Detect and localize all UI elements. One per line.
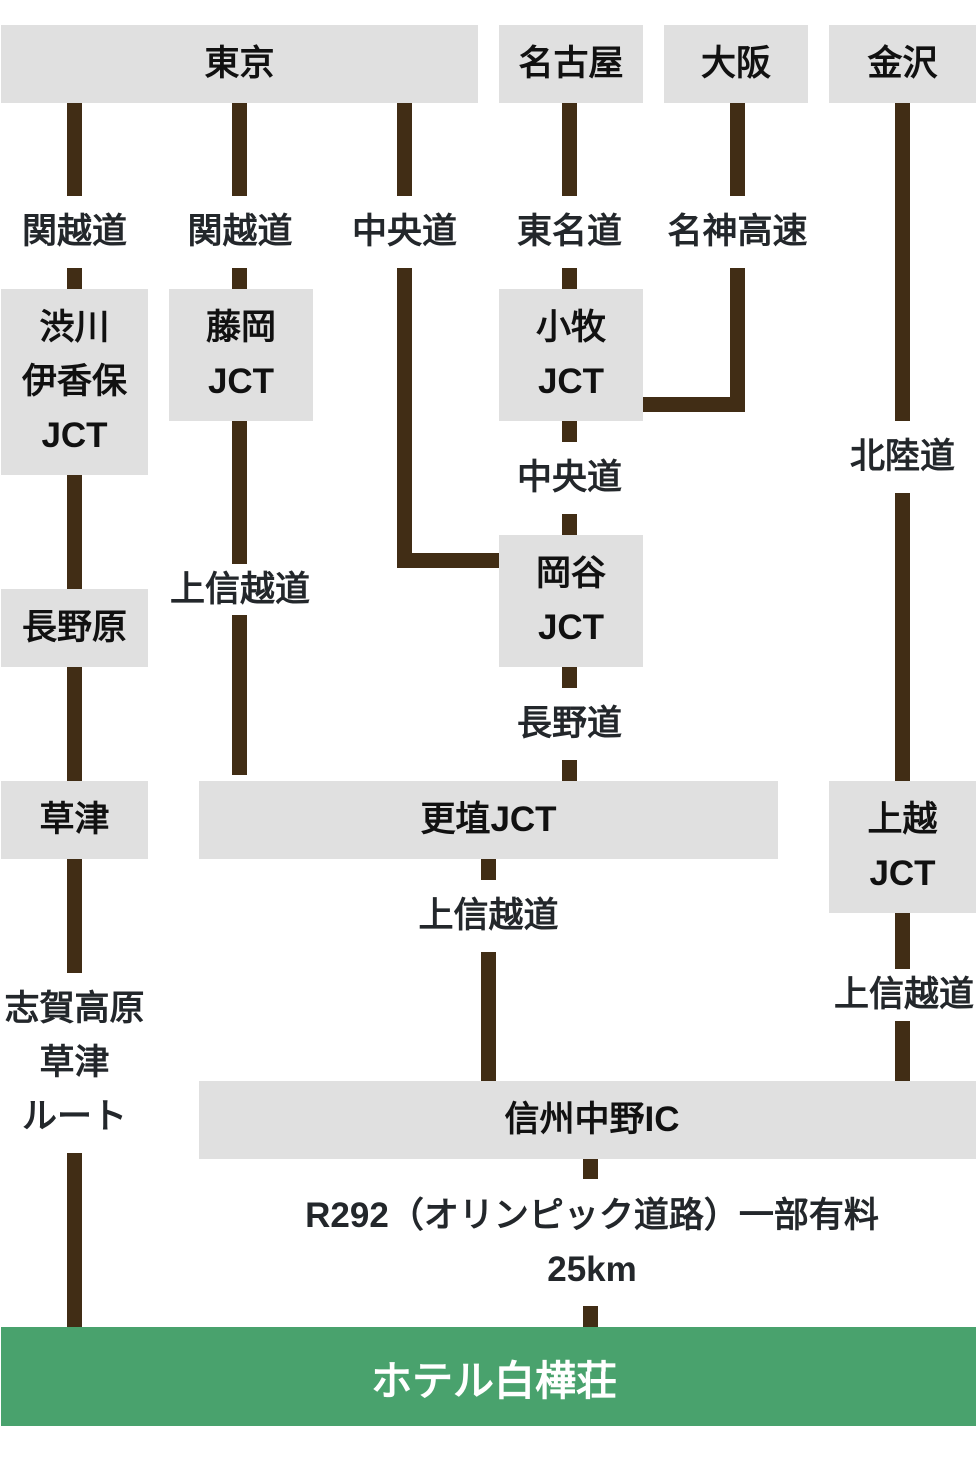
road-line	[67, 859, 82, 973]
road-line	[895, 493, 910, 781]
road-label-text: 北陸道	[849, 437, 956, 476]
road-line	[481, 952, 496, 1081]
road-label-shiga-kusatsu-route: 志賀高原 草津 ルート	[4, 973, 144, 1153]
road-line	[730, 268, 745, 412]
road-label-text: 中央道	[516, 458, 623, 497]
road-label-line: 草津	[39, 1043, 110, 1082]
junction-shibukawa-ikaho: 渋川 伊香保 JCT	[1, 289, 148, 475]
node-label-line: 岡谷	[535, 554, 606, 593]
road-line	[481, 859, 496, 880]
road-line	[232, 615, 247, 775]
road-label-kanetsu: 関越道	[22, 196, 127, 268]
road-label-nagano: 長野道	[517, 688, 622, 760]
road-label-text: 関越道	[187, 212, 293, 251]
node-label-line: 小牧	[535, 308, 606, 347]
road-line	[397, 268, 412, 567]
road-line	[562, 103, 577, 196]
road-label-joshinetsu: 上信越道	[418, 880, 558, 952]
destination-hotel: ホテル白樺荘	[1, 1327, 976, 1426]
node-label: 大阪	[700, 44, 771, 83]
origin-nagoya: 名古屋	[499, 25, 643, 103]
road-line	[562, 268, 577, 289]
node-label-line: JCT	[537, 362, 605, 401]
road-line	[895, 103, 910, 421]
node-label: 名古屋	[518, 44, 624, 83]
road-line-connector	[397, 553, 499, 568]
junction-joetsu: 上越 JCT	[829, 781, 976, 913]
road-line	[397, 103, 412, 196]
road-line	[232, 103, 247, 196]
road-label-text: 上信越道	[418, 896, 559, 935]
road-line	[562, 667, 577, 688]
node-label: 更埴JCT	[420, 800, 557, 839]
road-line	[583, 1306, 598, 1327]
road-label-joshinetsu: 上信越道	[170, 564, 310, 615]
road-label-kanetsu: 関越道	[187, 196, 292, 268]
junction-koshoku: 更埴JCT	[199, 781, 778, 859]
destination-name: ホテル白樺荘	[371, 1357, 617, 1404]
road-label-line: R292（オリンピック道路）一部有料	[305, 1195, 879, 1235]
node-label: 信州中野IC	[504, 1100, 680, 1139]
road-line	[895, 913, 910, 969]
node-label-line: 藤岡	[205, 308, 276, 347]
road-label-text: 中央道	[351, 212, 458, 251]
node-label-line: JCT	[207, 362, 275, 401]
node-label: 長野原	[21, 608, 127, 647]
road-distance: 25km	[547, 1249, 637, 1289]
origin-osaka: 大阪	[664, 25, 808, 103]
road-label-meishin: 名神高速	[667, 196, 807, 268]
road-line	[67, 268, 82, 289]
road-line	[67, 667, 82, 781]
road-line	[67, 1153, 82, 1327]
road-label-text: 東名道	[516, 212, 623, 251]
road-line	[67, 475, 82, 589]
node-label-line: JCT	[537, 608, 605, 647]
road-label-chuo: 中央道	[517, 442, 622, 514]
road-label-text: 名神高速	[667, 212, 808, 251]
waypoint-naganohara: 長野原	[1, 589, 148, 667]
node-label: 草津	[39, 800, 110, 839]
node-label-line: JCT	[869, 854, 936, 893]
junction-okaya: 岡谷 JCT	[499, 535, 643, 667]
road-line	[730, 103, 745, 196]
origin-kanazawa: 金沢	[829, 25, 976, 103]
road-label-line: 志賀高原	[4, 989, 145, 1028]
node-label-line: 伊香保	[21, 362, 127, 401]
road-label-joshinetsu: 上信越道	[834, 969, 974, 1021]
junction-fujioka: 藤岡 JCT	[169, 289, 313, 421]
node-label: 金沢	[867, 44, 938, 83]
origin-tokyo: 東京	[1, 25, 478, 103]
node-label-line: 上越	[867, 800, 938, 839]
waypoint-kusatsu: 草津	[1, 781, 148, 859]
road-label-chuo: 中央道	[352, 196, 457, 268]
road-line-connector	[643, 397, 745, 412]
road-line	[895, 1021, 910, 1081]
road-label-text: 関越道	[21, 212, 128, 251]
node-label-line: JCT	[41, 416, 108, 455]
node-label-line: 渋川	[39, 308, 110, 347]
road-line	[232, 421, 247, 564]
road-line	[562, 421, 577, 442]
road-label-tomei: 東名道	[517, 196, 622, 268]
road-line	[562, 760, 577, 781]
road-line	[583, 1159, 598, 1179]
road-label-text: 上信越道	[169, 569, 311, 609]
road-label-r292: R292（オリンピック道路）一部有料 25km	[305, 1179, 879, 1306]
road-label-hokuriku: 北陸道	[850, 421, 955, 493]
road-line	[562, 514, 577, 535]
road-label-line: ルート	[21, 1097, 128, 1136]
interchange-shinshu-nakano: 信州中野IC	[199, 1081, 976, 1159]
road-line	[232, 268, 247, 289]
junction-komaki: 小牧 JCT	[499, 289, 643, 421]
road-label-text: 上信越道	[833, 975, 975, 1014]
road-label-text: 長野道	[516, 704, 623, 743]
node-label: 東京	[204, 44, 275, 83]
road-line	[67, 103, 82, 196]
